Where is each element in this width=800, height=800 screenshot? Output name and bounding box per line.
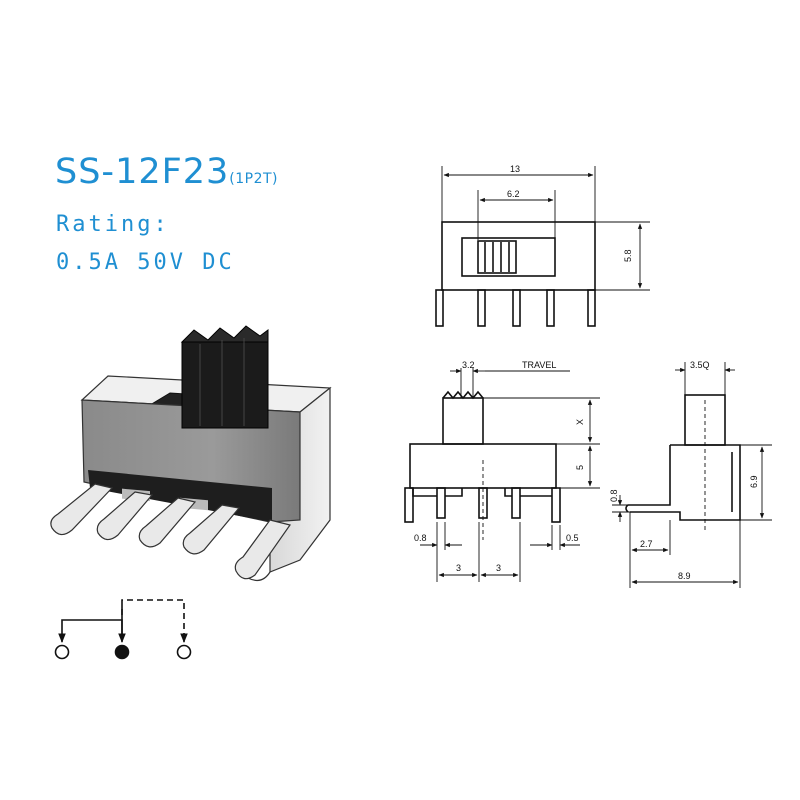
dim-lead-thickness: 0.8 [414,533,427,543]
top-view-drawing [435,221,596,327]
dim-travel-label: TRAVEL [522,360,556,370]
rating-value: 0.5A 50V DC [56,250,235,275]
dim-actuator-height: X [575,419,585,425]
circuit-schematic [58,599,188,643]
side-view-drawing [625,394,741,521]
dim-top-window-width: 6.2 [507,189,520,199]
front-view-drawing [404,390,561,523]
dim-side-lead-offset: 2.7 [640,539,653,549]
dim-actuator-width: 3.2 [462,360,475,370]
dim-top-height: 5.8 [623,249,633,262]
pole-configuration: (1P2T) [229,171,279,187]
terminal-left [54,644,70,660]
dim-side-lead-thickness: 0.8 [609,489,619,502]
rating-label: Rating: [56,212,170,237]
dim-pitch-right: 3 [496,563,501,573]
dim-actuator-square: 3.5Q [690,360,710,370]
model-number: SS-12F23 [55,152,230,192]
terminal-common [114,644,130,660]
dim-pitch-left: 3 [456,563,461,573]
dim-top-total-width: 13 [510,164,520,174]
dim-side-height: 6.9 [749,475,759,488]
dim-body-height: 5 [575,465,585,470]
dim-lead-width: 0.5 [566,533,579,543]
dim-side-depth: 8.9 [678,571,691,581]
switch-product-illustration [50,325,332,582]
product-title: SS-12F23(1P2T) [55,152,278,192]
terminal-right [176,644,192,660]
